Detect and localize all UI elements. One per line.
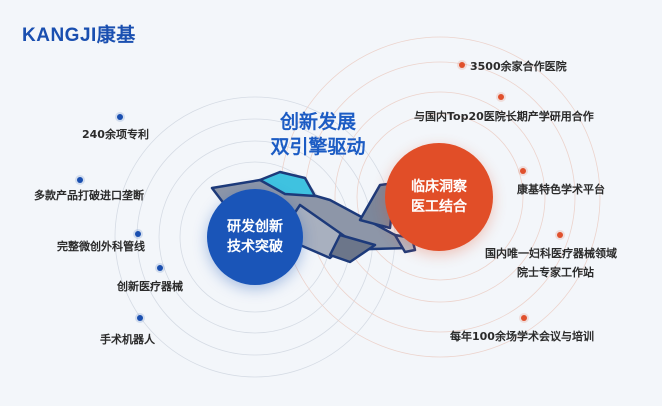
list-item: 创新医疗器械 bbox=[117, 280, 183, 293]
list-item: 与国内Top20医院长期产学研用合作 bbox=[414, 110, 594, 123]
clinical-insight-circle: 临床洞察 医工结合 bbox=[385, 143, 493, 251]
list-item: 国内唯一妇科医疗器械领域 bbox=[485, 247, 617, 260]
kangji-logo: KANGJI康基 bbox=[22, 25, 136, 46]
bullet-dot bbox=[498, 94, 504, 100]
list-item: 康基特色学术平台 bbox=[517, 183, 605, 196]
circle-line-2: 医工结合 bbox=[411, 199, 467, 215]
bullet-dot bbox=[137, 315, 143, 321]
bullet-dot bbox=[157, 265, 163, 271]
bullet-dot bbox=[117, 114, 123, 120]
bullet-dot bbox=[459, 62, 465, 68]
circle-line-2: 技术突破 bbox=[227, 239, 283, 255]
circle-line-1: 研发创新 bbox=[227, 219, 283, 235]
list-item: 240余项专利 bbox=[82, 128, 149, 141]
bullet-dot bbox=[521, 315, 527, 321]
list-item: 多款产品打破进口垄断 bbox=[34, 189, 144, 202]
list-item: 3500余家合作医院 bbox=[470, 60, 567, 73]
list-item: 完整微创外科管线 bbox=[57, 240, 145, 253]
title-line-2: 双引擎驱动 bbox=[270, 136, 366, 158]
list-item: 手术机器人 bbox=[100, 333, 155, 346]
bullet-dot bbox=[135, 231, 141, 237]
rd-innovation-circle: 研发创新 技术突破 bbox=[207, 189, 303, 285]
page-title: 创新发展 双引擎驱动 bbox=[258, 110, 378, 160]
bullet-dot bbox=[520, 168, 526, 174]
list-item: 每年100余场学术会议与培训 bbox=[450, 330, 594, 343]
bullet-dot bbox=[77, 177, 83, 183]
list-item: 院士专家工作站 bbox=[517, 266, 594, 279]
circle-line-1: 临床洞察 bbox=[411, 179, 467, 195]
title-line-1: 创新发展 bbox=[279, 111, 356, 133]
bullet-dot bbox=[557, 232, 563, 238]
